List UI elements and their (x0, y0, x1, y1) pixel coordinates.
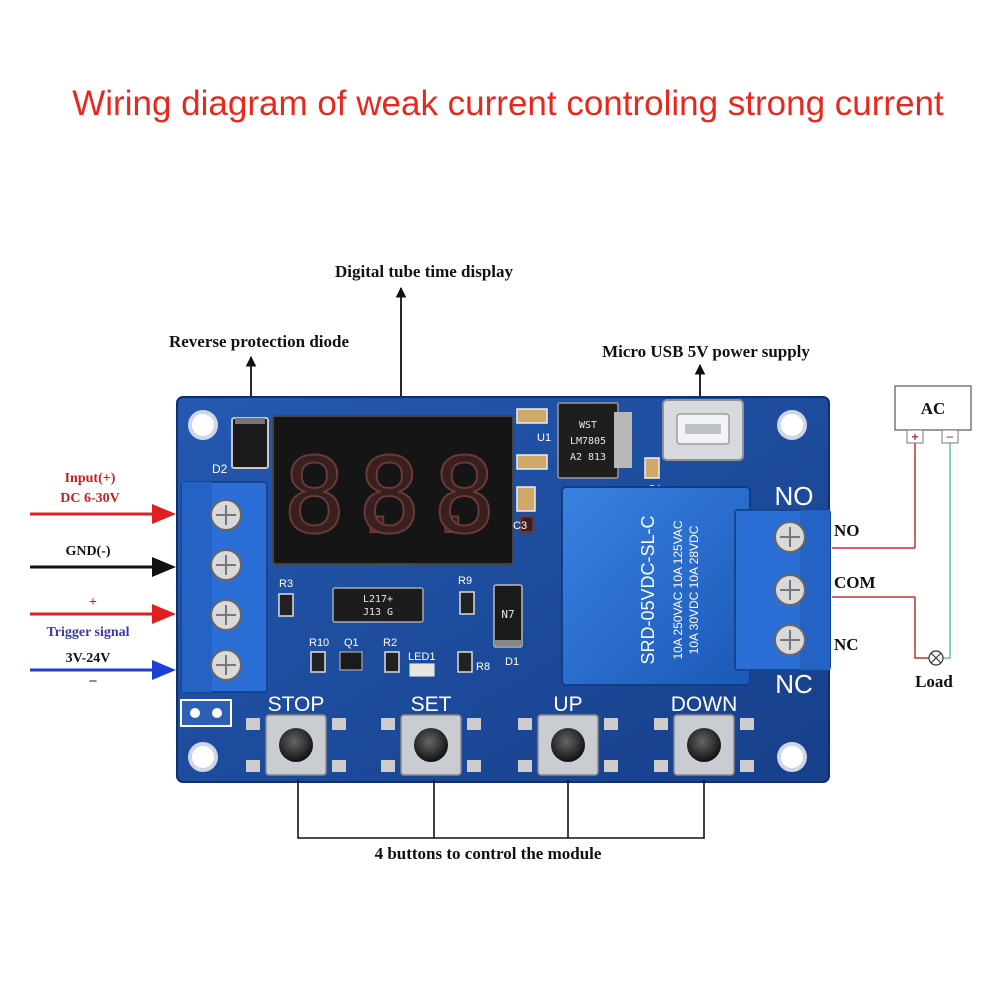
relay-markings: SRD-05VDC-SL-C 10A 250VAC 10A 125VAC 10A… (638, 515, 701, 664)
arrowhead (152, 604, 176, 624)
resistor (459, 591, 475, 615)
nc-label: NC (834, 635, 859, 654)
mounting-hole (188, 410, 218, 440)
silkscreen-nc: NC (775, 669, 813, 699)
ac-plus-sign: + (911, 430, 918, 444)
no-label: NO (834, 521, 860, 540)
input-plus-label: Input(+) (65, 471, 116, 486)
terminal-screw (774, 624, 806, 656)
regulator-marking: WST (579, 420, 597, 431)
mounting-hole (777, 410, 807, 440)
resistor (278, 593, 294, 617)
lamp-load-icon (928, 650, 944, 666)
load-wiring: NO COM NC AC + – Load (832, 385, 972, 691)
protection-diode (231, 417, 269, 469)
diode-marking: N7 (501, 608, 514, 621)
designator-r9: R9 (458, 575, 472, 587)
optocoupler-marking: L217+ (363, 594, 393, 605)
relay-terminal-block (734, 509, 831, 671)
arrowhead (152, 557, 176, 577)
stop-button[interactable] (246, 714, 346, 776)
regulator-marking: A2 813 (570, 452, 606, 463)
trigger-signal-label: Trigger signal (46, 625, 129, 640)
display-digit: 8. (358, 435, 483, 557)
buttons-callout-label: 4 buttons to control the module (375, 844, 602, 863)
input-wiring: Input(+) DC 6-30V GND(-) + Trigger signa… (30, 471, 176, 688)
diagram-title: Wiring diagram of weak current controlin… (72, 84, 944, 123)
designator-led1: LED1 (408, 651, 436, 663)
relay-rating: 10A 250VAC 10A 125VAC (671, 520, 685, 659)
resistor (310, 651, 326, 673)
designator-r2: R2 (383, 637, 397, 649)
resistor (384, 651, 400, 673)
input-terminal-block (181, 481, 268, 693)
terminal-screw (210, 499, 242, 531)
display-digit: 8. (283, 435, 408, 557)
diode-callout-label: Reverse protection diode (169, 332, 349, 351)
terminal-screw (774, 574, 806, 606)
silkscreen-no: NO (775, 481, 814, 511)
designator-u1: U1 (537, 432, 551, 444)
buttons-bracket (297, 780, 705, 839)
capacitor (516, 408, 548, 424)
ac-negative-terminal (941, 429, 959, 444)
designator-d1: D1 (505, 656, 519, 668)
transistor (339, 651, 363, 671)
arrowhead (152, 660, 176, 680)
seven-segment-display (272, 415, 514, 565)
usb-callout-label: Micro USB 5V power supply (602, 342, 810, 361)
designator-d2: D2 (212, 462, 228, 476)
designator-c3: C3 (513, 520, 527, 532)
designator-r10: R10 (309, 637, 329, 649)
com-to-load-wire (914, 597, 929, 659)
com-label: COM (834, 573, 876, 592)
header-pads (180, 699, 232, 727)
load-to-ac-wire (943, 443, 951, 659)
terminal-screw (210, 549, 242, 581)
trigger-minus-label: – (89, 673, 98, 688)
relay-model: SRD-05VDC-SL-C (638, 515, 658, 664)
mounting-hole (777, 742, 807, 772)
ac-minus-sign: – (947, 429, 954, 443)
relay-rating: 10A 30VDC 10A 28VDC (687, 525, 701, 654)
button-label-set: SET (411, 693, 452, 716)
terminal-screw (210, 599, 242, 631)
capacitor (516, 454, 548, 470)
dc-voltage-label: DC 6-30V (60, 491, 120, 506)
gnd-label: GND(-) (65, 544, 110, 559)
set-button[interactable] (381, 714, 481, 776)
terminal-screw (774, 521, 806, 553)
load-label: Load (915, 672, 953, 691)
capacitor (516, 486, 536, 512)
trigger-voltage-label: 3V-24V (66, 651, 111, 666)
status-led (409, 663, 435, 677)
designator-r8: R8 (476, 661, 490, 673)
optocoupler (332, 587, 424, 623)
arrowhead (152, 504, 176, 524)
button-label-up: UP (553, 693, 582, 716)
optocoupler-marking: J13 G (363, 607, 393, 618)
mounting-hole (188, 742, 218, 772)
ac-label: AC (921, 399, 946, 418)
designator-q1: Q1 (344, 637, 359, 649)
designator-r3: R3 (279, 578, 293, 590)
display-digits: 8. 8. 8. (282, 434, 559, 558)
button-label-stop: STOP (268, 693, 325, 716)
button-label-down: DOWN (671, 693, 738, 716)
up-button[interactable] (518, 714, 618, 776)
ac-source (894, 385, 972, 431)
flyback-diode (493, 584, 523, 648)
resistor (457, 651, 473, 673)
terminal-screw (210, 649, 242, 681)
down-button[interactable] (654, 714, 754, 776)
display-callout-label: Digital tube time display (335, 262, 514, 281)
display-digit: 8. (433, 435, 558, 557)
ac-positive-terminal (906, 429, 924, 444)
relay-module-board: D2 8. 8. 8. WST LM7805 A2 813 U1 C3 C4 S… (176, 396, 831, 783)
capacitor (644, 457, 660, 479)
regulator-marking: LM7805 (570, 436, 606, 447)
trigger-plus-label: + (89, 595, 97, 610)
